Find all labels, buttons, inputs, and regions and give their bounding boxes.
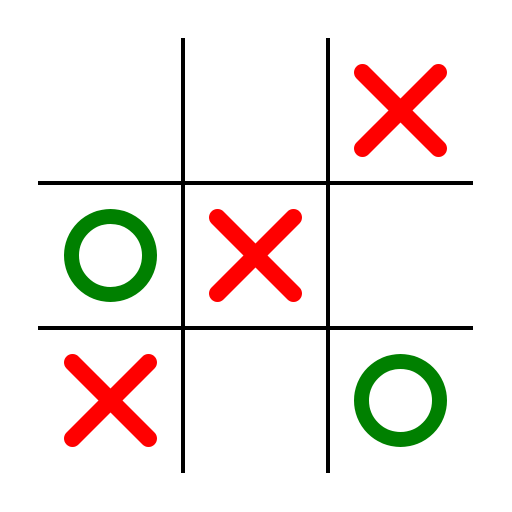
x-mark-icon bbox=[354, 64, 447, 157]
marks-layer bbox=[64, 64, 447, 447]
x-mark-icon bbox=[64, 354, 157, 447]
board-cell-r1-c1[interactable] bbox=[38, 38, 183, 183]
o-mark-icon bbox=[354, 354, 447, 447]
o-mark-icon bbox=[64, 209, 157, 302]
board-cell-r3-c2[interactable] bbox=[183, 328, 328, 473]
board-cell-r2-c3[interactable] bbox=[328, 183, 473, 328]
board-cell-r1-c2[interactable] bbox=[183, 38, 328, 183]
board-cell-r3-c3[interactable] bbox=[328, 328, 473, 473]
board-cell-r2-c1[interactable] bbox=[38, 183, 183, 328]
grid-lines bbox=[38, 38, 473, 473]
x-mark-icon bbox=[209, 209, 302, 302]
